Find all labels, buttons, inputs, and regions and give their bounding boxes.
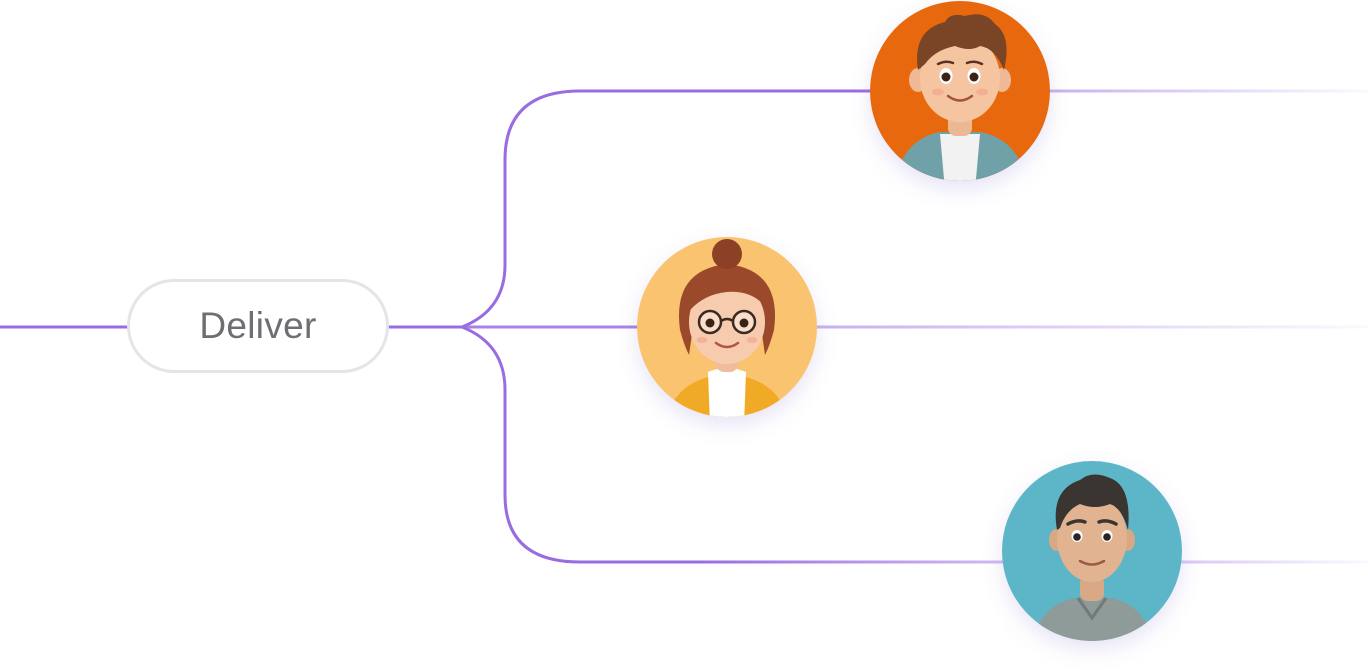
branch-bottom-line bbox=[460, 325, 1007, 564]
connector-lines bbox=[0, 89, 1368, 564]
root-node-label: Deliver bbox=[199, 305, 317, 346]
avatar-boy-orange bbox=[870, 1, 1050, 181]
avatar-man-teal bbox=[1002, 461, 1182, 641]
avatar-girl-glasses bbox=[637, 237, 817, 417]
branch-top-line bbox=[460, 89, 874, 329]
root-node-pill[interactable]: Deliver bbox=[127, 279, 389, 373]
